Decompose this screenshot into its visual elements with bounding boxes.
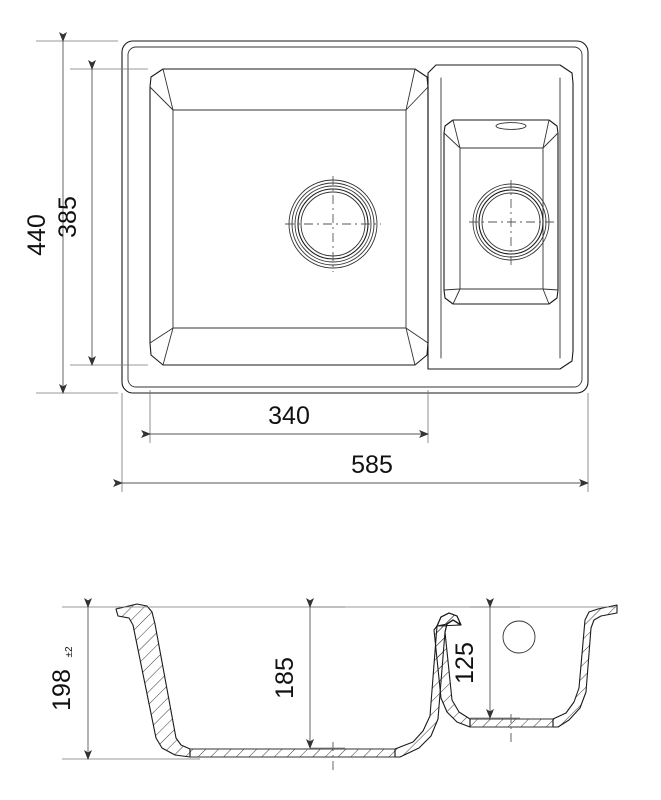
dimension-585-label: 585 [351, 451, 393, 479]
dimension-385-label: 385 [54, 196, 82, 238]
right-shelf [427, 64, 574, 370]
dimension-585: 585 [113, 393, 589, 492]
top-view: 440 385 340 585 [23, 32, 589, 492]
dimension-385: 385 [54, 60, 148, 366]
section-view: 198 ±2 185 125 [48, 598, 618, 772]
dimension-198: 198 ±2 [48, 598, 200, 760]
dimension-125-label: 125 [451, 642, 479, 684]
dimension-440: 440 [23, 32, 118, 394]
dimension-340-label: 340 [268, 402, 310, 430]
dimension-185-label: 185 [271, 657, 299, 699]
dimension-125: 125 [451, 598, 520, 719]
overflow-hole [502, 620, 536, 654]
dimension-198-label: 198 [48, 669, 76, 711]
dimension-340: 340 [141, 390, 429, 443]
dimension-185: 185 [271, 598, 345, 749]
main-bowl [149, 68, 429, 366]
dimension-198-tolerance: ±2 [64, 646, 75, 657]
small-bowl [443, 119, 559, 305]
main-drain [285, 176, 381, 272]
overflow-slot [495, 122, 527, 130]
sink-outer-body [121, 40, 589, 394]
small-drain [469, 180, 554, 265]
dimension-440-label: 440 [23, 214, 51, 256]
small-bowl-section [433, 604, 618, 728]
